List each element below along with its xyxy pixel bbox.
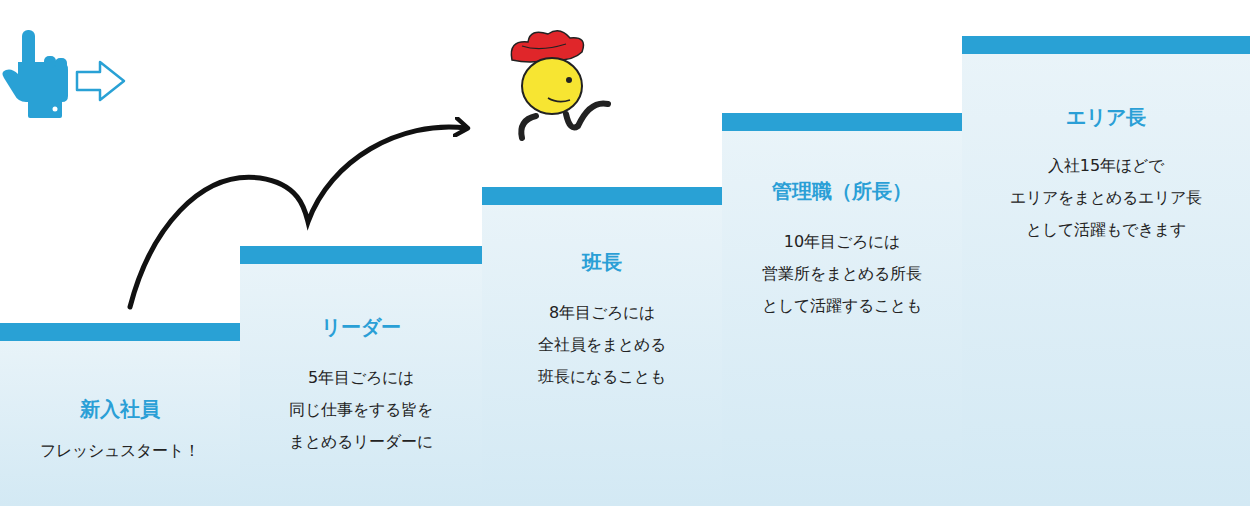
step-bar <box>0 323 240 341</box>
step-title: 新入社員 <box>8 396 232 422</box>
step-bar <box>962 36 1250 54</box>
career-step: 新入社員フレッシュスタート！ <box>0 323 240 506</box>
step-bar <box>240 246 482 264</box>
mascot <box>511 31 608 138</box>
career-step: 班長 8年目ごろには 全社員をまとめる 班長になることも <box>482 187 722 506</box>
step-description: 5年目ごろには 同じ仕事をする皆を まとめるリーダーに <box>256 362 466 458</box>
step-description: 入社15年ほどで エリアをまとめるエリア長 として活躍もできます <box>981 150 1231 246</box>
step-bar <box>722 113 962 131</box>
step-title: 管理職（所長） <box>730 178 954 204</box>
step-description: フレッシュスタート！ <box>10 435 230 467</box>
arrow-icon <box>77 62 124 100</box>
step-description: 10年目ごろには 営業所をまとめる所長 として活躍することも <box>732 226 952 322</box>
step-description: 8年目ごろには 全社員をまとめる 班長になることも <box>497 297 707 393</box>
step-bar <box>482 187 722 205</box>
career-step: リーダー 5年目ごろには 同じ仕事をする皆を まとめるリーダーに <box>240 246 482 506</box>
career-step: 管理職（所長） 10年目ごろには 営業所をまとめる所長 として活躍することも <box>722 113 962 506</box>
step-title: エリア長 <box>970 104 1242 130</box>
step-title: 班長 <box>490 249 714 275</box>
step-title: リーダー <box>248 314 474 340</box>
hand-icon <box>2 30 68 118</box>
career-step: エリア長入社15年ほどで エリアをまとめるエリア長 として活躍もできます <box>962 36 1250 506</box>
